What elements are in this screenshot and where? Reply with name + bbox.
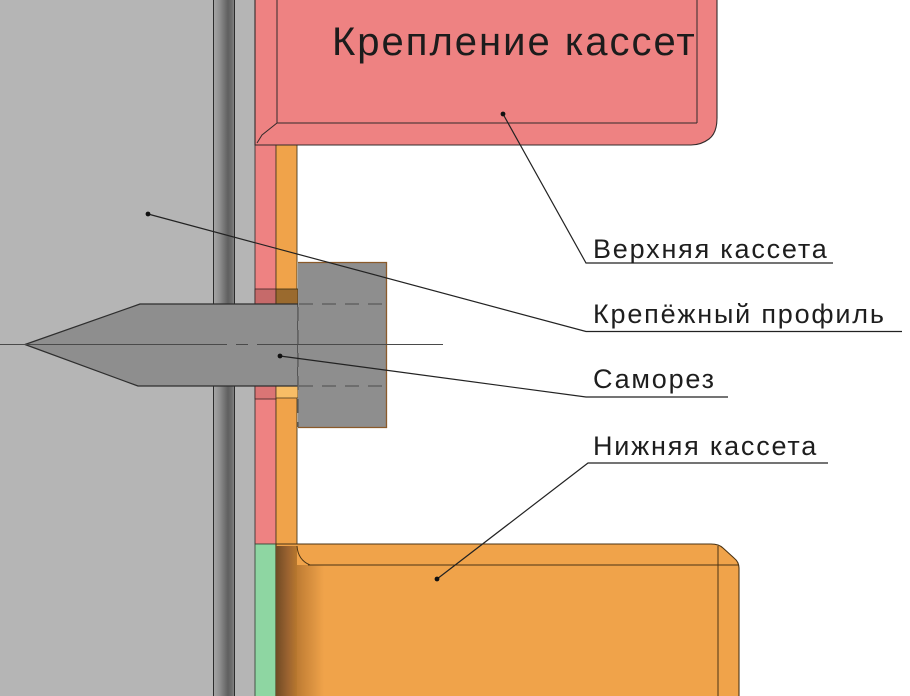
label-lower-cassette: Нижняя кассета xyxy=(593,431,818,461)
rear-flange-below-screw xyxy=(254,385,277,400)
profile-hole-section-bottom xyxy=(275,385,299,399)
leader-line-screw xyxy=(279,355,728,398)
leader-dot-lower-cassette xyxy=(434,576,440,582)
lower-cassette-fold-curve xyxy=(296,545,311,566)
leader-line-mounting-profile xyxy=(147,213,902,333)
lower-cassette xyxy=(275,543,740,696)
leader-line-lower-cassette xyxy=(436,462,828,580)
page-title: Крепление кассет xyxy=(332,20,697,64)
upper-cassette-flange-chamfer xyxy=(256,122,278,144)
lower-cassette-face-shadow xyxy=(297,565,324,696)
label-screw: Саморез xyxy=(593,364,716,394)
gasket-strip xyxy=(254,543,277,696)
upper-flange-hole-section xyxy=(254,288,277,305)
profile-hole-section-top xyxy=(275,288,299,305)
upper-cassette xyxy=(254,0,718,146)
leader-dot-mounting-profile xyxy=(145,211,151,217)
leader-dot-screw xyxy=(277,353,283,359)
leader-line-upper-cassette xyxy=(502,113,833,264)
label-upper-cassette: Верхняя кассета xyxy=(593,234,829,264)
leader-dot-upper-cassette xyxy=(500,111,506,117)
label-mounting-profile: Крепёжный профиль xyxy=(593,299,886,329)
lower-cassette-fold-shadow xyxy=(276,546,297,696)
